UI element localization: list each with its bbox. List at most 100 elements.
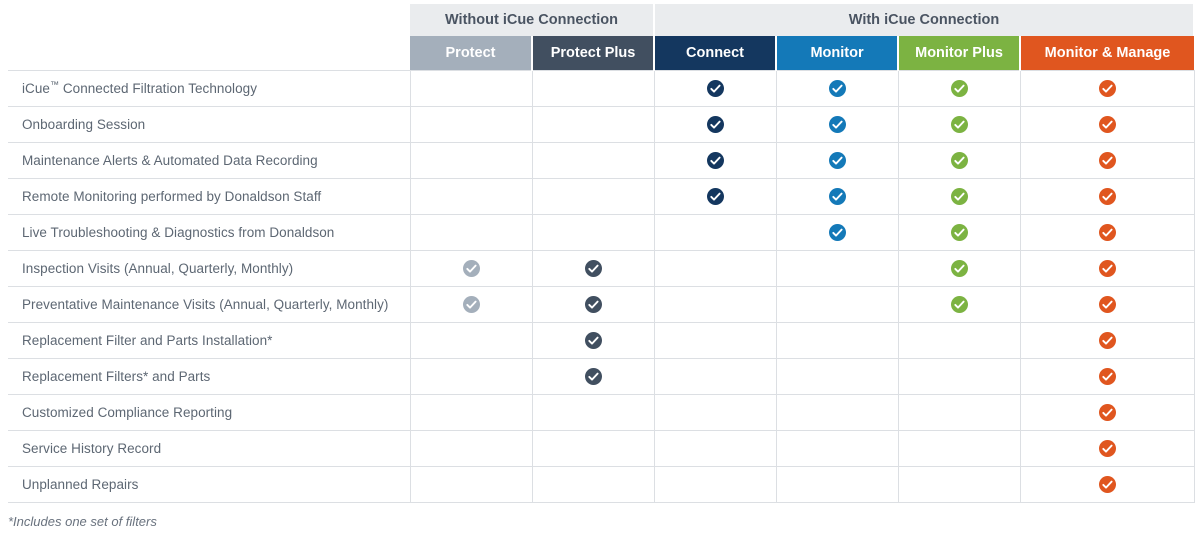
cell-monitor — [776, 358, 899, 395]
check-icon-monitor_plus — [950, 259, 968, 277]
cell-monitor_plus — [898, 394, 1021, 431]
check-icon-monitor_manage — [1098, 475, 1116, 493]
table-row: Live Troubleshooting & Diagnostics from … — [8, 214, 1195, 251]
plan-header-connect[interactable]: Connect — [654, 36, 778, 71]
feature-label: Replacement Filter and Parts Installatio… — [8, 322, 411, 359]
check-icon-monitor_manage — [1098, 151, 1116, 169]
plan-header-protect_plus[interactable]: Protect Plus — [532, 36, 656, 71]
check-icon-monitor_manage — [1098, 79, 1116, 97]
feature-label: Service History Record — [8, 430, 411, 467]
cell-connect — [654, 430, 777, 467]
check-icon-connect — [706, 79, 724, 97]
cell-monitor_manage — [1020, 106, 1195, 143]
cell-protect — [410, 394, 533, 431]
cell-protect — [410, 106, 533, 143]
cell-protect — [410, 322, 533, 359]
cell-protect_plus — [532, 394, 655, 431]
table-row: Unplanned Repairs — [8, 466, 1195, 503]
cell-protect — [410, 70, 533, 107]
table-row: Customized Compliance Reporting — [8, 394, 1195, 431]
cell-connect — [654, 214, 777, 251]
cell-connect — [654, 466, 777, 503]
cell-monitor_manage — [1020, 322, 1195, 359]
cell-monitor_manage — [1020, 466, 1195, 503]
check-icon-monitor_plus — [950, 79, 968, 97]
table-row: Replacement Filters* and Parts — [8, 358, 1195, 395]
check-icon-monitor — [828, 151, 846, 169]
check-icon-monitor_manage — [1098, 403, 1116, 421]
cell-connect — [654, 322, 777, 359]
cell-monitor_manage — [1020, 70, 1195, 107]
cell-connect — [654, 106, 777, 143]
check-icon-connect — [706, 187, 724, 205]
cell-monitor_manage — [1020, 394, 1195, 431]
cell-connect — [654, 358, 777, 395]
cell-monitor_plus — [898, 322, 1021, 359]
footnote: *Includes one set of filters — [8, 514, 157, 529]
cell-protect_plus — [532, 286, 655, 323]
cell-monitor_plus — [898, 214, 1021, 251]
check-icon-monitor_manage — [1098, 295, 1116, 313]
check-icon-monitor — [828, 79, 846, 97]
cell-protect — [410, 214, 533, 251]
feature-label: Live Troubleshooting & Diagnostics from … — [8, 214, 411, 251]
cell-monitor_plus — [898, 70, 1021, 107]
plan-header-monitor_manage[interactable]: Monitor & Manage — [1020, 36, 1195, 71]
feature-label: Replacement Filters* and Parts — [8, 358, 411, 395]
cell-monitor — [776, 430, 899, 467]
cell-connect — [654, 250, 777, 287]
cell-monitor_manage — [1020, 178, 1195, 215]
feature-label: Remote Monitoring performed by Donaldson… — [8, 178, 411, 215]
table-row: Replacement Filter and Parts Installatio… — [8, 322, 1195, 359]
check-icon-protect_plus — [584, 259, 602, 277]
plan-header-monitor[interactable]: Monitor — [776, 36, 900, 71]
cell-monitor — [776, 466, 899, 503]
feature-label: Onboarding Session — [8, 106, 411, 143]
feature-label: Customized Compliance Reporting — [8, 394, 411, 431]
check-icon-monitor_manage — [1098, 331, 1116, 349]
feature-label: Maintenance Alerts & Automated Data Reco… — [8, 142, 411, 179]
cell-monitor_plus — [898, 106, 1021, 143]
check-icon-monitor_manage — [1098, 223, 1116, 241]
cell-monitor — [776, 142, 899, 179]
feature-label-text: iCue — [22, 81, 50, 96]
group-header-1: Without iCue Connection — [410, 4, 656, 36]
cell-connect — [654, 142, 777, 179]
check-icon-monitor_manage — [1098, 115, 1116, 133]
cell-monitor — [776, 214, 899, 251]
cell-protect_plus — [532, 250, 655, 287]
cell-connect — [654, 70, 777, 107]
cell-monitor_plus — [898, 286, 1021, 323]
group-header-spacer — [8, 4, 410, 36]
plan-header-monitor_plus[interactable]: Monitor Plus — [898, 36, 1022, 71]
check-icon-monitor_manage — [1098, 439, 1116, 457]
plan-header-protect[interactable]: Protect — [410, 36, 533, 71]
check-icon-connect — [706, 115, 724, 133]
check-icon-protect_plus — [584, 367, 602, 385]
cell-monitor — [776, 394, 899, 431]
cell-protect — [410, 358, 533, 395]
cell-monitor — [776, 178, 899, 215]
table-row: Maintenance Alerts & Automated Data Reco… — [8, 142, 1195, 179]
trademark-mark: ™ — [49, 79, 60, 90]
cell-monitor_manage — [1020, 286, 1195, 323]
check-icon-protect_plus — [584, 295, 602, 313]
check-icon-monitor_plus — [950, 295, 968, 313]
group-header-2: With iCue Connection — [654, 4, 1196, 36]
feature-label: Preventative Maintenance Visits (Annual,… — [8, 286, 411, 323]
cell-monitor_plus — [898, 250, 1021, 287]
table-row: Preventative Maintenance Visits (Annual,… — [8, 286, 1195, 323]
cell-monitor — [776, 286, 899, 323]
table-row: iCue™ Connected Filtration Technology — [8, 70, 1195, 107]
cell-protect — [410, 466, 533, 503]
cell-monitor_plus — [898, 358, 1021, 395]
table-row: Inspection Visits (Annual, Quarterly, Mo… — [8, 250, 1195, 287]
cell-connect — [654, 178, 777, 215]
cell-monitor_plus — [898, 142, 1021, 179]
cell-protect_plus — [532, 178, 655, 215]
cell-protect_plus — [532, 322, 655, 359]
